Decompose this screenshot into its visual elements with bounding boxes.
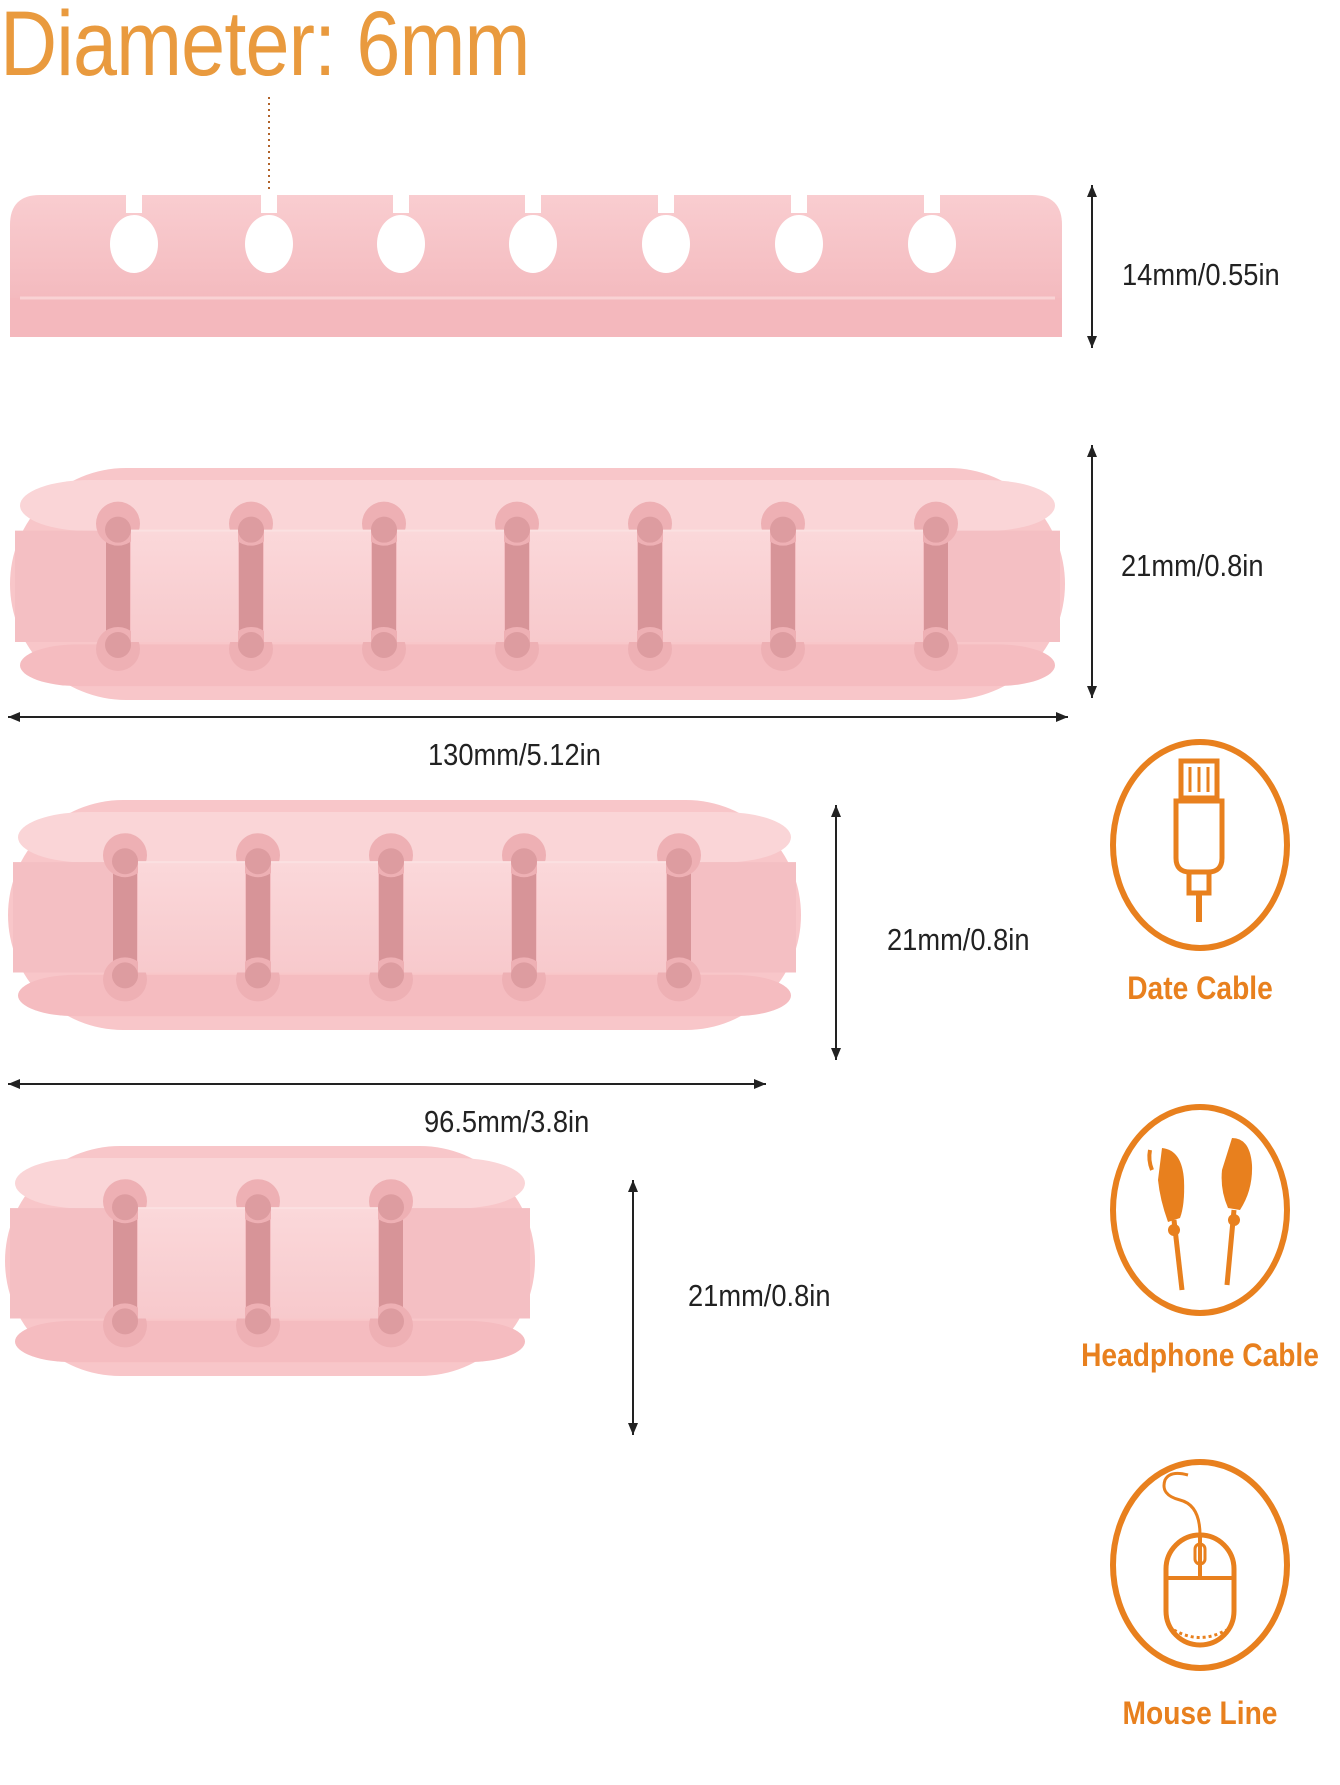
- cable-slot: [667, 857, 691, 978]
- cable-cube: [271, 862, 378, 973]
- cable-slot: [239, 526, 263, 647]
- cable-slot: [512, 857, 536, 978]
- side-slot-opening: [393, 193, 409, 213]
- usb-cable-icon: [1110, 739, 1290, 951]
- side-cable-hole: [509, 215, 557, 273]
- side-cable-hole: [377, 215, 425, 273]
- height-5slot-label: 21mm/0.8in: [887, 922, 1030, 957]
- cable-slot: [246, 857, 270, 978]
- length-5slot-label: 96.5mm/3.8in: [424, 1104, 590, 1139]
- cable-cube: [537, 862, 666, 973]
- cable-cube: [138, 862, 245, 973]
- height-3slot-label: 21mm/0.8in: [688, 1278, 831, 1313]
- side-cable-hole: [775, 215, 823, 273]
- side-cable-hole: [908, 215, 956, 273]
- cable-slot: [379, 1203, 403, 1324]
- holder-side-view: [10, 193, 1062, 337]
- cable-slot: [106, 526, 130, 647]
- cable-slot: [638, 526, 662, 647]
- holder-5-slot: [8, 800, 801, 1030]
- cable-cube: [271, 1208, 378, 1319]
- cable-slot: [372, 526, 396, 647]
- thickness-label: 14mm/0.55in: [1122, 257, 1280, 292]
- category-label-mouse-line: Mouse Line: [1122, 1695, 1278, 1731]
- cable-cube: [264, 530, 371, 642]
- side-cable-hole: [642, 215, 690, 273]
- length-7slot-label: 130mm/5.12in: [428, 737, 601, 772]
- cable-cube: [663, 530, 770, 642]
- cable-slot: [246, 1203, 270, 1324]
- cable-slot: [379, 857, 403, 978]
- side-slot-opening: [261, 193, 277, 213]
- cable-cube: [138, 1208, 245, 1319]
- cable-slot: [505, 526, 529, 647]
- mouse-icon: [1110, 1459, 1290, 1671]
- earphones-icon: [1110, 1104, 1290, 1316]
- cable-slot: [924, 526, 948, 647]
- side-slot-opening: [126, 193, 142, 213]
- side-slot-opening: [658, 193, 674, 213]
- cable-cube: [397, 530, 504, 642]
- holder-3-slot: [5, 1146, 535, 1376]
- cable-slot: [771, 526, 795, 647]
- cable-cube: [796, 530, 923, 642]
- side-slot-opening: [924, 193, 940, 213]
- side-cable-hole: [110, 215, 158, 273]
- side-slot-opening: [525, 193, 541, 213]
- height-7slot-label: 21mm/0.8in: [1121, 548, 1264, 583]
- side-cable-hole: [245, 215, 293, 273]
- side-slot-opening: [791, 193, 807, 213]
- diameter-title: Diameter: 6mm: [0, 0, 530, 95]
- cable-cube: [530, 530, 637, 642]
- cable-cube: [131, 530, 238, 642]
- category-label-date-cable: Date Cable: [1127, 970, 1273, 1006]
- holder-7-slot: [10, 468, 1065, 700]
- cable-cube: [404, 862, 511, 973]
- cable-slot: [113, 1203, 137, 1324]
- cable-slot: [113, 857, 137, 978]
- category-label-headphone-cable: Headphone Cable: [1081, 1337, 1319, 1373]
